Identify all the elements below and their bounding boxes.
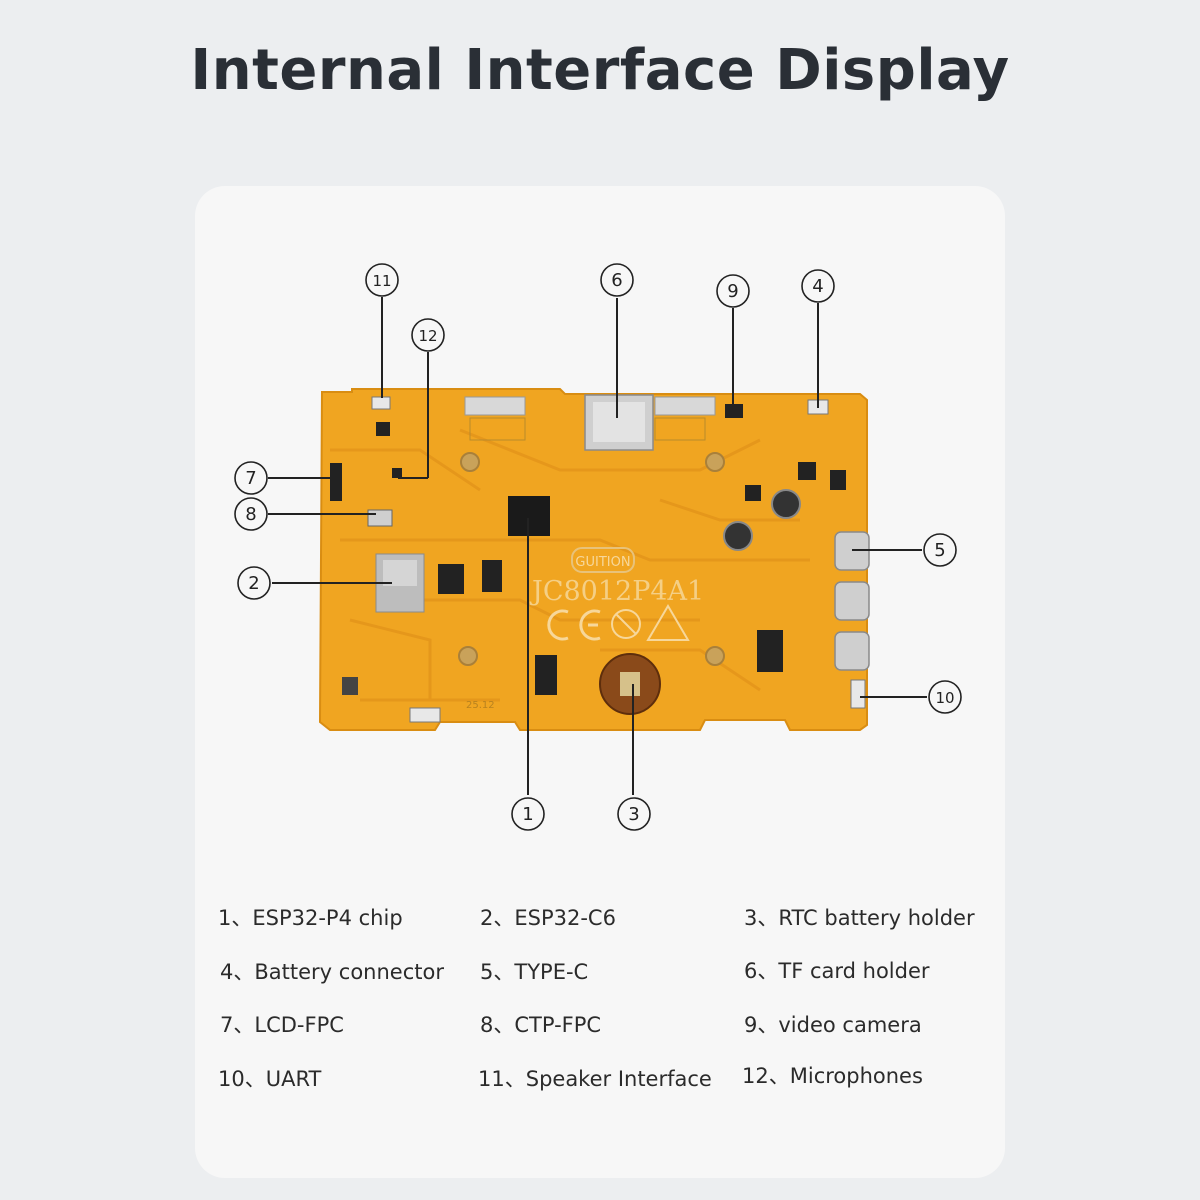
- callout-9: 9: [716, 274, 750, 308]
- svg-text:6: 6: [611, 270, 622, 291]
- svg-text:7: 7: [245, 468, 256, 489]
- callout-7: 7: [234, 461, 268, 495]
- callout-8: 8: [234, 497, 268, 531]
- svg-text:10: 10: [935, 689, 954, 707]
- callout-markers: 1 2 3 4 5 6 7 8 9 10 11 12: [234, 263, 962, 831]
- callout-12: 12: [411, 318, 445, 352]
- pcb-board: GUITION JC8012P4A1 25.12: [318, 388, 870, 731]
- svg-text:9: 9: [727, 281, 738, 302]
- leader-lines: [268, 297, 927, 795]
- svg-text:8: 8: [245, 504, 256, 525]
- mounting-holes: [458, 452, 725, 666]
- svg-text:11: 11: [372, 272, 391, 290]
- svg-text:4: 4: [812, 276, 823, 297]
- callout-2: 2: [237, 566, 271, 600]
- callout-5: 5: [923, 533, 957, 567]
- page-title: Internal Interface Display: [190, 38, 1010, 103]
- ce-mark: [547, 604, 690, 641]
- callout-10: 10: [928, 680, 962, 714]
- pcb-diagram: GUITION JC8012P4A1 25.12 1 2 3 4: [234, 263, 962, 831]
- svg-text:1: 1: [522, 804, 533, 825]
- type-c-connectors: [834, 531, 870, 671]
- svg-text:3: 3: [628, 804, 639, 825]
- callout-3: 3: [617, 797, 651, 831]
- callout-4: 4: [801, 269, 835, 303]
- svg-text:2: 2: [248, 573, 259, 594]
- callout-1: 1: [511, 797, 545, 831]
- callout-11: 11: [365, 263, 399, 297]
- svg-text:5: 5: [934, 540, 945, 561]
- board-model: JC8012P4A1: [529, 576, 704, 607]
- board-silk-small: 25.12: [466, 700, 495, 711]
- callout-6: 6: [600, 263, 634, 297]
- svg-text:12: 12: [418, 327, 437, 345]
- board-logo: GUITION: [575, 555, 630, 570]
